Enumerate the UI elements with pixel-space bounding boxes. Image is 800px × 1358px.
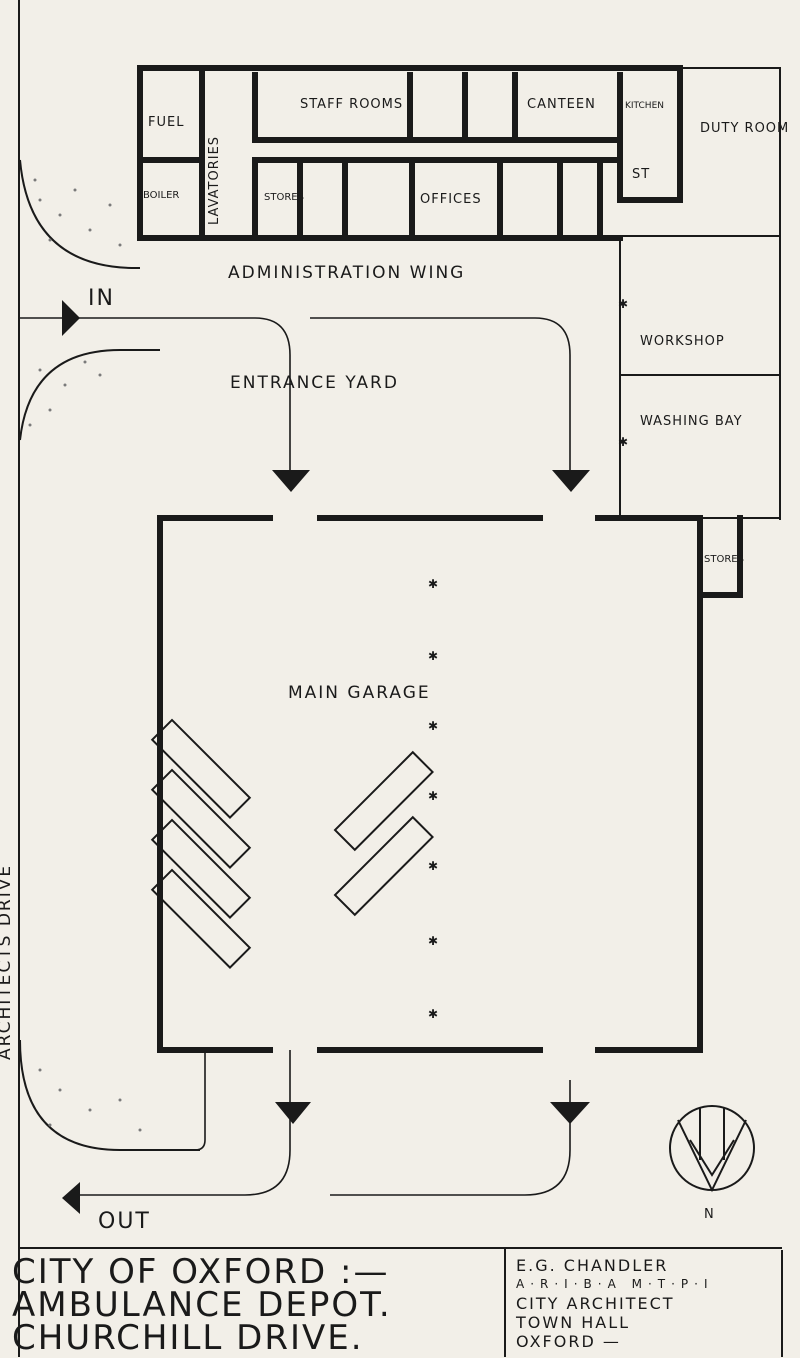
- title-block-right-rule: [781, 1250, 783, 1357]
- north-arrow-icon: [669, 1105, 755, 1193]
- entrance-arrow-right: [552, 470, 590, 492]
- architect-block: E.G. CHANDLER A·R·I·B·A M·T·P·I CITY ARC…: [516, 1256, 714, 1351]
- entrance-arrow-left: [272, 470, 310, 492]
- architect-city: OXFORD —: [516, 1332, 621, 1351]
- washing-bay-label: WASHING BAY: [640, 414, 743, 429]
- shrubbery-bottom-left: [19, 1039, 200, 1151]
- architect-qualifications: A·R·I·B·A M·T·P·I: [516, 1277, 714, 1291]
- main-garage-label: MAIN GARAGE: [288, 683, 431, 703]
- title-line-1: CITY OF OXFORD :—: [12, 1252, 390, 1292]
- out-label: OUT: [98, 1209, 151, 1234]
- admin-wing-label: ADMINISTRATION WING: [228, 263, 465, 283]
- st-label: ST: [632, 167, 650, 182]
- administration-wing: [137, 65, 781, 241]
- exit-arrow-right: [550, 1102, 590, 1124]
- entrance-yard-label: ENTRANCE YARD: [230, 373, 399, 393]
- floor-plan: ARCHITECTS DRIVE: [0, 65, 789, 1234]
- shrubbery-top-left: [19, 159, 141, 270]
- exit-arrow-left: [275, 1102, 311, 1124]
- svg-text:✱: ✱: [428, 649, 438, 663]
- svg-text:✱: ✱: [428, 934, 438, 948]
- entrance-yard-lanes: [20, 317, 571, 470]
- boiler-label: BOILER: [143, 190, 179, 201]
- shrubbery-mid-left: [19, 349, 160, 441]
- in-label: IN: [88, 286, 115, 311]
- drawing-title: CITY OF OXFORD :— AMBULANCE DEPOT. CHURC…: [12, 1252, 392, 1358]
- side-label: ARCHITECTS DRIVE: [0, 864, 15, 1060]
- out-arrow: [62, 1182, 80, 1214]
- svg-text:✱: ✱: [428, 789, 438, 803]
- svg-text:✱: ✱: [618, 297, 628, 311]
- in-arrow: [62, 300, 80, 336]
- architect-role: CITY ARCHITECT: [516, 1294, 675, 1313]
- lavatories-label: LAVATORIES: [207, 136, 222, 225]
- service-wing: [595, 236, 781, 1053]
- svg-text:✱: ✱: [428, 1007, 438, 1021]
- light-markers: ✱ ✱ ✱ ✱ ✱ ✱ ✱ ✱ ✱: [428, 297, 628, 1021]
- svg-text:✱: ✱: [428, 859, 438, 873]
- svg-text:✱: ✱: [618, 435, 628, 449]
- staff-rooms-label: STAFF ROOMS: [300, 97, 403, 112]
- title-line-2: AMBULANCE DEPOT.: [12, 1285, 392, 1325]
- sheet-left-edge: [18, 0, 20, 1357]
- exit-lanes: [75, 1050, 571, 1196]
- architect-office: TOWN HALL: [516, 1313, 631, 1332]
- title-block-divider: [504, 1247, 506, 1357]
- stores-admin-label: STORES: [264, 192, 304, 203]
- workshop-label: WORKSHOP: [640, 334, 725, 349]
- main-garage: [157, 515, 703, 1053]
- offices-label: OFFICES: [420, 192, 482, 207]
- title-line-3: CHURCHILL DRIVE.: [12, 1318, 364, 1358]
- architect-name: E.G. CHANDLER: [516, 1256, 669, 1275]
- parking-bays: [150, 718, 434, 969]
- north-label: N: [704, 1207, 715, 1222]
- svg-text:✱: ✱: [428, 719, 438, 733]
- canteen-label: CANTEEN: [527, 97, 596, 112]
- stores-garage-label: STORES: [704, 554, 744, 565]
- kitchen-label: KITCHEN: [625, 101, 664, 111]
- fuel-label: FUEL: [148, 115, 184, 130]
- svg-text:✱: ✱: [428, 577, 438, 591]
- duty-room-label: DUTY ROOM: [700, 121, 789, 136]
- title-block-rule: [20, 1247, 782, 1249]
